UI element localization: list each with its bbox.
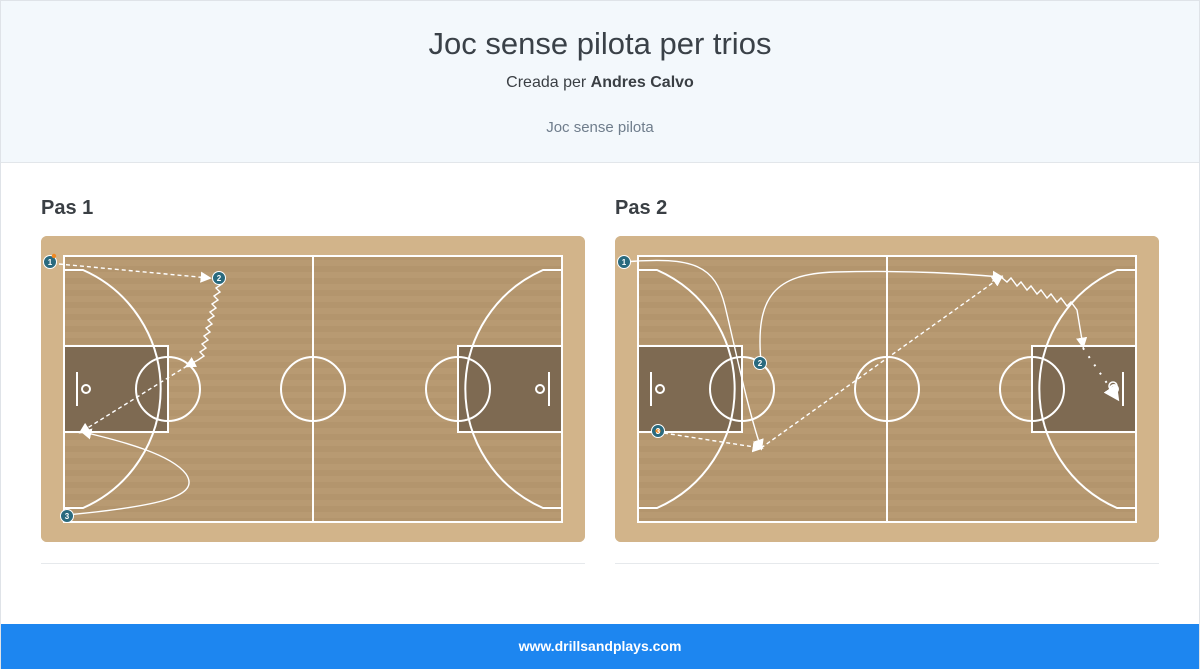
player-marker — [212, 271, 226, 285]
byline: Creada per Andres Calvo — [1, 74, 1199, 92]
page-title: Joc sense pilota per trios — [428, 26, 772, 61]
player-label: 2 — [758, 359, 763, 368]
ft-circle-right — [999, 356, 1065, 422]
hoop-left — [655, 384, 665, 394]
player-label: 3 — [656, 427, 661, 436]
header: Joc sense pilota per trios Creada per An… — [1, 1, 1199, 163]
player-marker — [60, 509, 74, 523]
three-point-left — [638, 269, 736, 509]
player-marker — [617, 255, 631, 269]
three-point-right — [464, 269, 562, 509]
ball-icon — [655, 428, 661, 434]
player-label: 1 — [48, 258, 53, 267]
player-marker — [43, 255, 57, 269]
ft-circle-right — [425, 356, 491, 422]
three-point-right — [1038, 269, 1136, 509]
footer-site-link[interactable]: www.drillsandplays.com — [518, 638, 682, 654]
pass-line — [656, 431, 764, 453]
paint-left — [638, 346, 742, 432]
hoop-left — [81, 384, 91, 394]
court-diagram: 1 2 3 — [41, 236, 585, 542]
footer: www.drillsandplays.com — [1, 624, 1199, 669]
player-label: 1 — [622, 258, 627, 267]
key-right — [457, 345, 563, 433]
player-2[interactable]: 2 — [753, 356, 767, 370]
page-subtitle: Joc sense pilota — [546, 119, 654, 136]
ball-icon — [51, 253, 57, 259]
player-marker — [753, 356, 767, 370]
court-svg-1: 1 2 3 — [41, 236, 585, 542]
step-2: Pas 2 — [615, 197, 1159, 564]
step-title: Pas 1 — [41, 197, 94, 219]
shot-target-icon — [1108, 381, 1118, 391]
step-divider — [41, 563, 585, 564]
ft-circle-left — [709, 356, 775, 422]
court-svg-2: 1 2 3 — [615, 236, 1159, 542]
pass-line — [760, 275, 1004, 449]
player-3[interactable]: 3 — [60, 509, 74, 523]
byline-prefix: Creada per — [506, 74, 587, 91]
author-name[interactable]: Andres Calvo — [590, 74, 694, 91]
paint-right — [1032, 346, 1136, 432]
three-point-left — [64, 269, 162, 509]
ft-circle-left — [135, 356, 201, 422]
player-3[interactable]: 3 — [651, 424, 665, 438]
key-left — [637, 345, 743, 433]
dribble-path — [1000, 276, 1088, 349]
screen-path — [184, 279, 224, 368]
step-title: Pas 2 — [615, 197, 668, 219]
cut-path — [623, 259, 764, 451]
center-circle — [854, 356, 920, 422]
player-2[interactable]: 2 — [212, 271, 226, 285]
paint-right — [458, 346, 562, 432]
player-label: 3 — [65, 512, 70, 521]
paint-left — [64, 346, 168, 432]
hoop-right — [535, 384, 545, 394]
step-1: Pas 1 — [41, 197, 585, 564]
key-left — [63, 345, 169, 433]
cut-path — [66, 428, 190, 516]
player-label: 2 — [217, 274, 222, 283]
player-1[interactable]: 1 — [617, 255, 631, 269]
cut-path — [759, 270, 1004, 363]
player-1[interactable]: 1 — [43, 253, 57, 269]
step-divider — [615, 563, 1159, 564]
court-diagram: 1 2 3 — [615, 236, 1159, 542]
center-circle — [280, 356, 346, 422]
